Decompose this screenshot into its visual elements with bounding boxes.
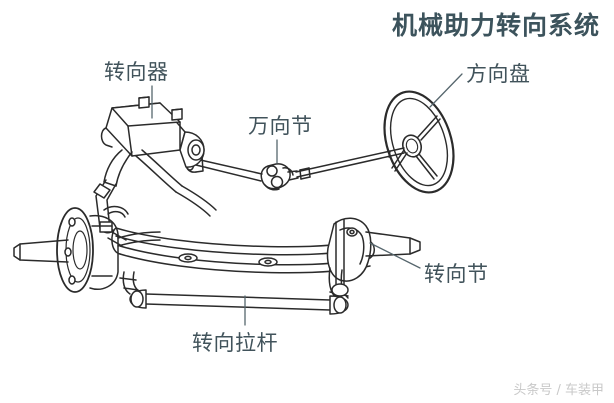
universal-joint-drawing	[260, 163, 299, 191]
lower-link-rod	[107, 231, 127, 247]
label-universal-joint: 万向节	[248, 114, 313, 138]
left-wheel-hub	[13, 205, 161, 293]
label-steering-wheel: 方向盘	[466, 62, 531, 86]
drag-link	[175, 185, 217, 217]
label-steering-gearbox: 转向器	[104, 60, 169, 84]
right-steering-knuckle	[326, 217, 421, 299]
steering-column-shaft	[295, 147, 405, 180]
label-tie-rod: 转向拉杆	[192, 331, 278, 355]
leader-steering-wheel	[429, 73, 463, 108]
tie-rod-drawing	[119, 271, 349, 315]
label-steering-knuckle: 转向节	[424, 262, 489, 286]
watermark: 头条号 / 车装甲	[513, 383, 604, 398]
page-title: 机械助力转向系统	[391, 11, 600, 40]
leader-knuckle	[369, 242, 421, 269]
steering-wheel-drawing	[383, 90, 455, 194]
leader-lines	[151, 73, 463, 326]
steering-gearbox-drawing	[93, 96, 205, 234]
